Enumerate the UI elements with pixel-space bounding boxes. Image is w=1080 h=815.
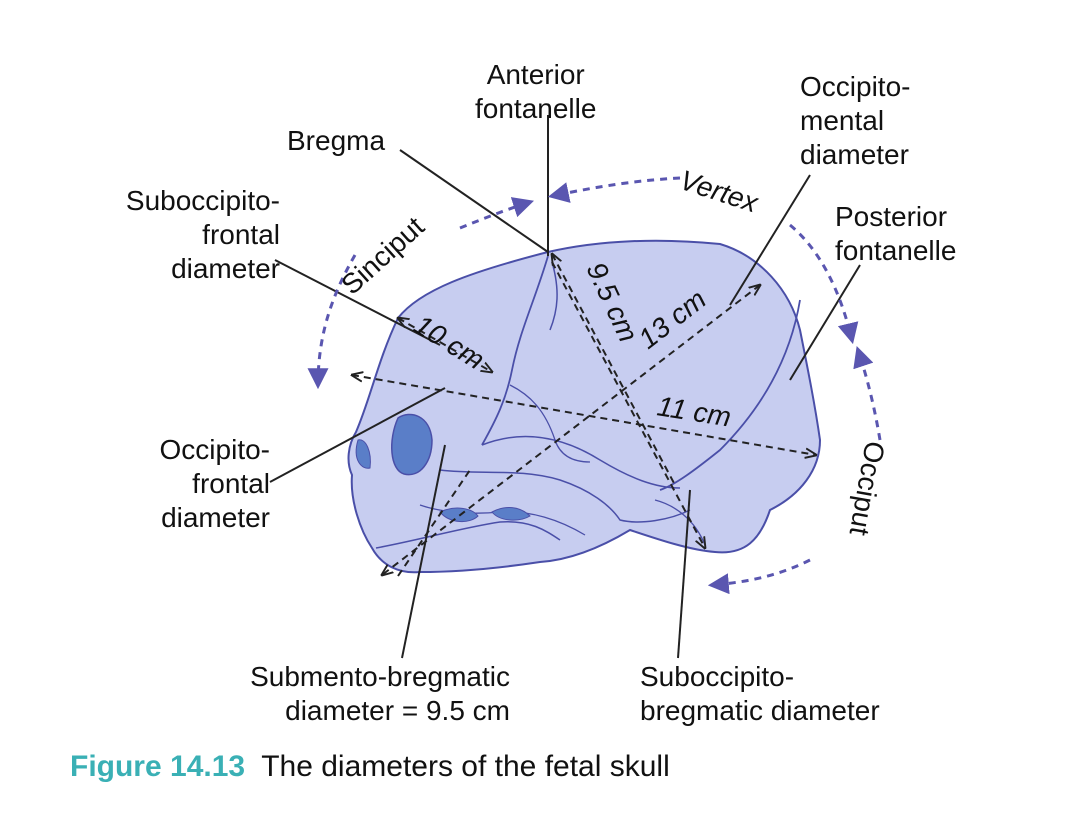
- caption-text: The diameters of the fetal skull: [261, 750, 670, 783]
- occipitofrontal-label: Occipito- frontal diameter: [115, 433, 270, 535]
- bregma-label: Bregma: [287, 124, 385, 158]
- figure-caption: Figure 14.13 The diameters of the fetal …: [70, 750, 670, 784]
- posterior-fontanelle-leader: [790, 265, 860, 380]
- posterior-fontanelle-label: Posterior fontanelle: [835, 200, 956, 268]
- anterior-fontanelle-label: Anterior fontanelle: [475, 58, 596, 126]
- sinciput-text: Sinciput: [335, 211, 430, 301]
- caption-number: Figure 14.13: [70, 750, 245, 783]
- submentobregmatic-label: Submento-bregmatic diameter = 9.5 cm: [170, 660, 510, 728]
- suboccipitofrontal-label: Suboccipito- frontal diameter: [75, 184, 280, 286]
- occiput-text: Occiput: [844, 439, 891, 538]
- occiput-arrow-down: [712, 560, 810, 585]
- occipitomental-label: Occipito- mental diameter: [800, 70, 910, 172]
- suboccipitobregmatic-label: Suboccipito- bregmatic diameter: [640, 660, 880, 728]
- vertex-arrow-left: [552, 178, 680, 196]
- vertex-text: Vertex: [676, 164, 763, 218]
- occiput-arrow-up: [858, 350, 880, 440]
- skull-outline: [349, 241, 820, 573]
